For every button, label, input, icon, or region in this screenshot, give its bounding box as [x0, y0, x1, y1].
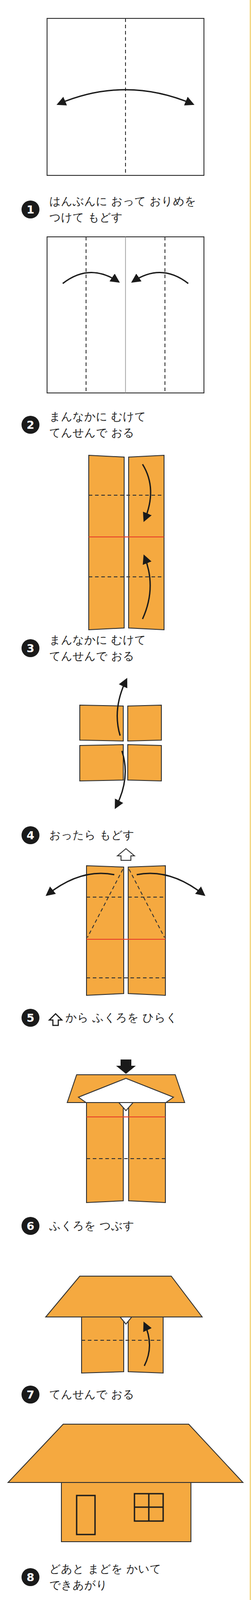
step-caption: まんなかに むけて てんせんで おる	[49, 631, 198, 664]
step-number-circle: 8	[21, 1566, 40, 1585]
step3-folded	[88, 454, 165, 630]
step-caption: から ふくろを ひらく	[65, 1008, 214, 1026]
step8-house	[8, 1423, 243, 1541]
step-number: 6	[26, 1219, 35, 1231]
step-number: 7	[26, 1388, 35, 1400]
step-number: 1	[26, 203, 35, 216]
step1-paper	[47, 18, 204, 176]
step-number: 4	[26, 829, 35, 841]
step-caption: はんぶんに おって おりめを つけて もどす	[49, 193, 198, 226]
step-number: 3	[26, 642, 35, 654]
step-number-circle: 1	[21, 200, 40, 219]
step2-paper	[47, 236, 204, 393]
step7-folded	[45, 1275, 203, 1372]
step5-folded	[47, 848, 204, 995]
step-number-circle: 2	[21, 415, 40, 434]
open-arrow-icon	[49, 1012, 62, 1025]
step4-folded	[79, 679, 162, 807]
step-number-circle: 3	[21, 638, 40, 657]
step6-folded	[67, 1058, 185, 1202]
step-number-circle: 4	[21, 825, 40, 844]
step-caption: てんせんで おる	[49, 1385, 198, 1402]
step-number: 8	[26, 1570, 35, 1582]
step-number-circle: 6	[21, 1216, 40, 1234]
step-caption: どあと まどを かいて できあがり	[49, 1559, 198, 1593]
step-number-circle: 7	[21, 1384, 40, 1403]
step-caption: まんなかに むけて てんせんで おる	[49, 408, 198, 441]
step-number: 5	[26, 1011, 35, 1023]
step-number-circle: 5	[21, 1008, 40, 1026]
step-caption: ふくろを つぶす	[49, 1216, 198, 1234]
step-caption: おったら もどす	[49, 826, 198, 843]
step-number: 2	[26, 419, 35, 431]
